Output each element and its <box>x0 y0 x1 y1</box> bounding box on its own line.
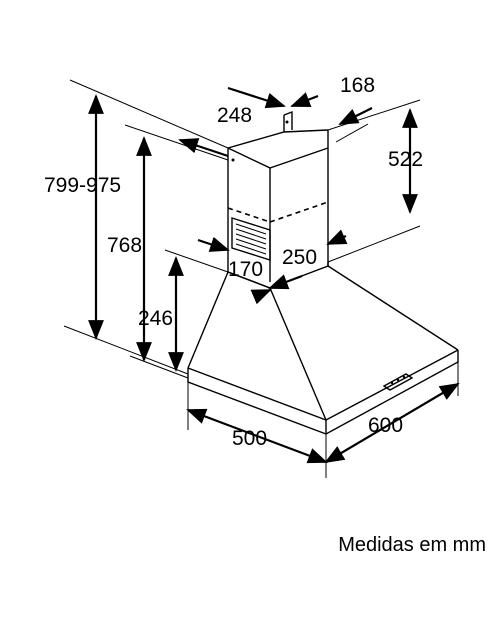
dim-label-500: 500 <box>232 427 267 450</box>
chimney-lower <box>231 217 329 282</box>
chimney-overlap-dashed <box>227 201 329 223</box>
dim-label-250: 250 <box>282 246 317 269</box>
dim-label-768: 768 <box>107 234 142 257</box>
chimney-upper <box>227 110 329 262</box>
dim-label-168: 168 <box>340 74 375 97</box>
vent-grille-icon <box>231 217 271 261</box>
dim-label-248: 248 <box>217 104 252 127</box>
dim-label-522: 522 <box>388 148 423 171</box>
dim-label-total-height: 799-975 <box>44 174 121 197</box>
dim-label-600: 600 <box>368 414 403 437</box>
dimension-lines <box>88 86 460 464</box>
extension-lines <box>63 79 459 478</box>
dim-label-170: 170 <box>228 258 263 281</box>
dim-label-246: 246 <box>138 307 173 330</box>
units-note: Medidas em mm <box>338 534 486 556</box>
